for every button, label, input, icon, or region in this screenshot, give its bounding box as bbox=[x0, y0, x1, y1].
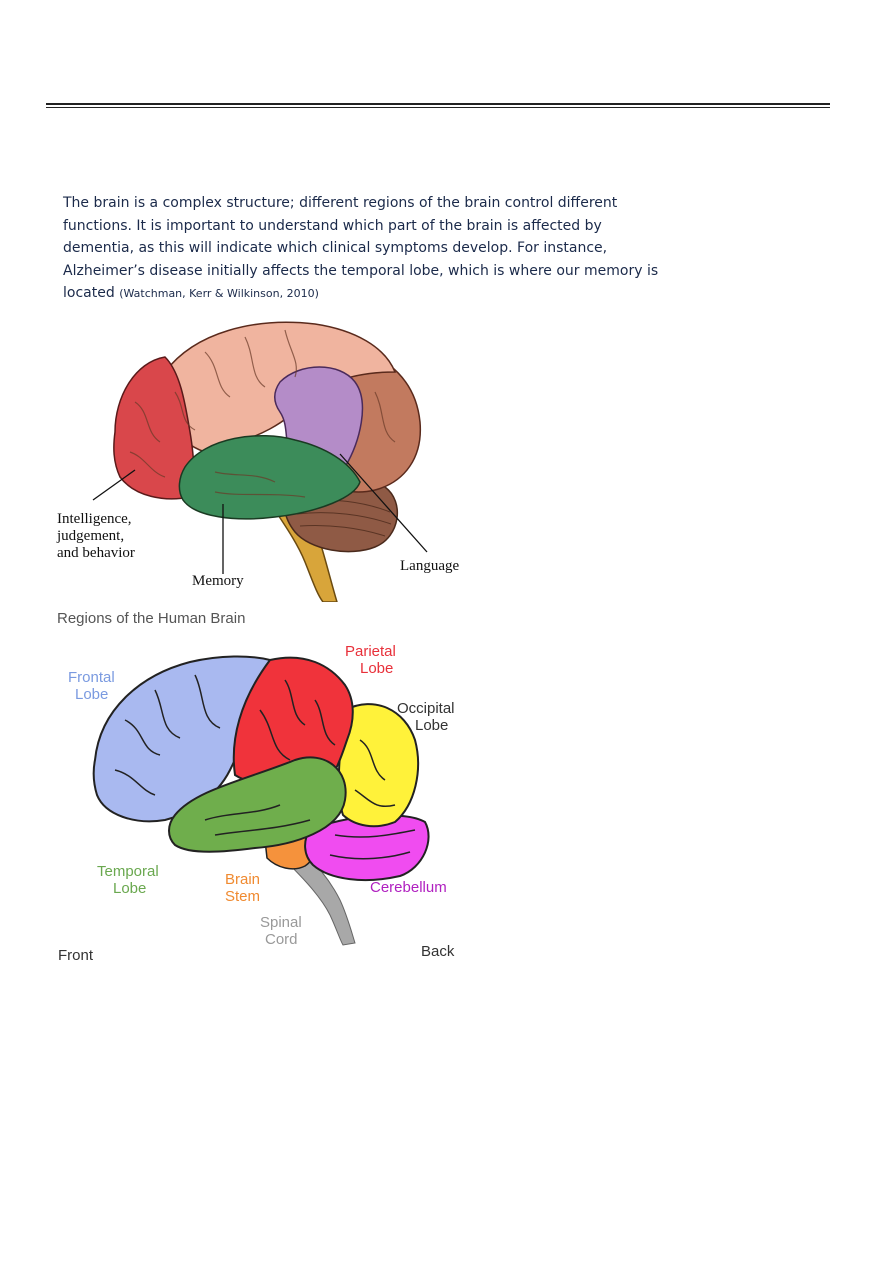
paragraph-line: dementia, as this will indicate which cl… bbox=[63, 240, 608, 256]
label-parietal-1: Parietal bbox=[345, 643, 396, 660]
label-language: Language bbox=[400, 558, 459, 574]
header-rule-thick bbox=[46, 103, 830, 105]
paragraph-line: The brain is a complex structure; differ… bbox=[63, 195, 618, 211]
paragraph-last-line: located (Watchman, Kerr & Wilkinson, 201… bbox=[63, 282, 703, 306]
citation: (Watchman, Kerr & Wilkinson, 2010) bbox=[119, 287, 319, 300]
intro-paragraph: The brain is a complex structure; differ… bbox=[63, 192, 703, 306]
label-parietal-2: Lobe bbox=[360, 660, 393, 677]
label-intelligence-3: and behavior bbox=[57, 545, 135, 561]
label-cerebellum: Cerebellum bbox=[370, 879, 447, 896]
label-memory: Memory bbox=[192, 573, 244, 589]
label-occipital-2: Lobe bbox=[415, 717, 448, 734]
paragraph-line: Alzheimer’s disease initially affects th… bbox=[63, 262, 659, 279]
label-temporal-2: Lobe bbox=[113, 880, 146, 897]
spinal-cord-shape bbox=[279, 849, 356, 946]
paragraph-line: functions. It is important to understand… bbox=[63, 217, 602, 234]
label-intelligence-2: judgement, bbox=[56, 528, 124, 544]
figure1-caption: Regions of the Human Brain bbox=[57, 610, 246, 627]
temporal-lobe-shape bbox=[168, 756, 347, 853]
label-intelligence-1: Intelligence, bbox=[57, 511, 132, 527]
label-frontal-2: Lobe bbox=[75, 686, 108, 703]
label-front: Front bbox=[58, 947, 94, 964]
header-rule-thin bbox=[46, 107, 830, 108]
brain-functions-illustration: Intelligence, judgement, and behavior Me… bbox=[56, 321, 459, 602]
frontal-region-shape bbox=[113, 356, 195, 500]
label-frontal-1: Frontal bbox=[68, 669, 115, 686]
brain-lobes-illustration: Frontal Lobe Parietal Lobe Occipital Lob… bbox=[58, 643, 455, 964]
label-stem-1: Brain bbox=[225, 871, 260, 888]
label-back: Back bbox=[421, 943, 455, 960]
label-occipital-1: Occipital bbox=[397, 700, 455, 717]
label-spinal-2: Cord bbox=[265, 931, 298, 948]
label-stem-2: Stem bbox=[225, 888, 260, 905]
label-temporal-1: Temporal bbox=[97, 863, 159, 880]
temporal-region-shape bbox=[178, 435, 361, 520]
label-spinal-1: Spinal bbox=[260, 914, 302, 931]
paragraph-line: located bbox=[63, 285, 115, 301]
